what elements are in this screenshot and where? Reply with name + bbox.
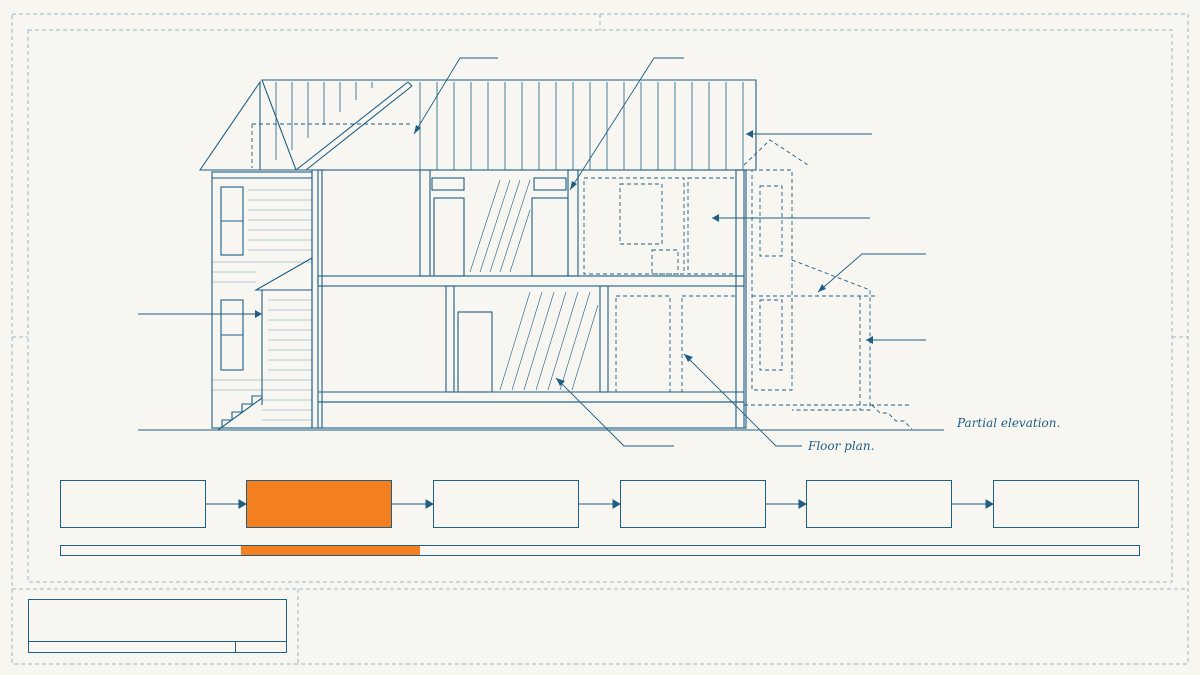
step-box-1[interactable]	[60, 480, 206, 528]
step-box-3[interactable]	[433, 480, 579, 528]
leader-arrows	[255, 125, 873, 386]
floor-plan-note: Floor plan.	[808, 439, 875, 453]
step-box-5[interactable]	[806, 480, 952, 528]
progress-bar	[60, 545, 1140, 556]
title-block-divider	[29, 641, 286, 642]
brick-wing	[198, 80, 316, 431]
step-box-6[interactable]	[993, 480, 1139, 528]
leader-lines	[138, 57, 926, 447]
step-box-4[interactable]	[620, 480, 766, 528]
dashed-elevation	[251, 123, 913, 430]
section-body	[311, 169, 756, 429]
sheet-frame	[11, 13, 1189, 665]
brick-texture	[212, 189, 312, 421]
main-roof	[261, 79, 757, 171]
partial-elevation-note: Partial elevation.	[957, 416, 1061, 430]
roof-studs	[275, 82, 744, 170]
hatched-walls	[469, 179, 599, 391]
step-box-2-active[interactable]	[246, 480, 392, 528]
title-block-cell	[235, 641, 236, 652]
title-block	[28, 599, 287, 653]
progress-active-segment	[240, 546, 421, 555]
